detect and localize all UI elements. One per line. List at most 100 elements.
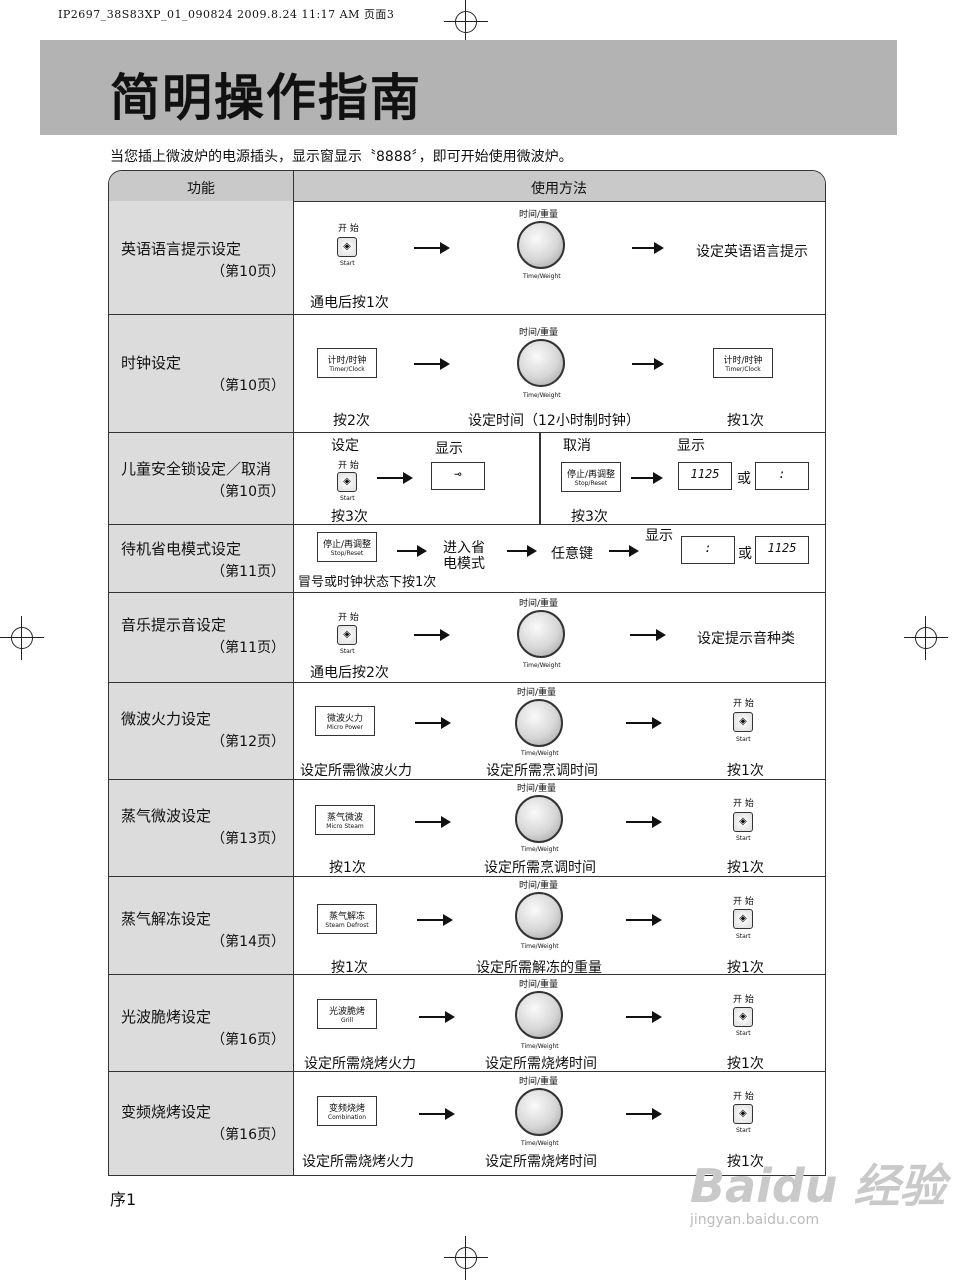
knob-label: 时间/重量 <box>517 688 557 698</box>
result-text: 设定提示音种类 <box>697 631 795 647</box>
start-label-en: Start <box>340 648 355 655</box>
under-left-text: 通电后按2次 <box>310 665 389 681</box>
function-name: 儿童安全锁设定／取消 <box>121 460 272 478</box>
function-page: （第13页） <box>211 831 285 847</box>
knob-label: 时间/重量 <box>519 210 559 220</box>
function-page: （第10页） <box>211 378 285 394</box>
under-right-text: 按1次 <box>727 860 764 876</box>
under-right-text: 按1次 <box>727 960 764 976</box>
function-page: （第11页） <box>211 640 285 656</box>
arrow-icon <box>419 1011 455 1023</box>
page-number: 序1 <box>110 1190 137 1209</box>
arrow-icon <box>626 1011 662 1023</box>
under-left-text: 按1次 <box>329 860 366 876</box>
knob-label: 时间/重量 <box>519 881 559 891</box>
colon-display: : <box>681 536 735 564</box>
start-button-icon: ◈ <box>337 237 357 257</box>
function-name: 变频烧烤设定 <box>121 1103 212 1121</box>
start-label-en: Start <box>736 835 751 842</box>
print-header: IP2697_38S83XP_01_090824 2009.8.24 11:17… <box>58 8 395 21</box>
start-label: 开 始 <box>733 897 754 907</box>
start-label-en: Start <box>340 260 355 267</box>
under-right-text: 按1次 <box>727 763 764 779</box>
under-left-text: 按2次 <box>333 413 370 429</box>
under-left-text: 通电后按1次 <box>310 295 389 311</box>
page-title: 简明操作指南 <box>110 69 422 127</box>
under-right-text: 按3次 <box>571 509 608 525</box>
registration-mark-left <box>0 616 44 660</box>
under-right-text: 按1次 <box>727 1056 764 1072</box>
knob-label: 时间/重量 <box>519 328 559 338</box>
start-label: 开 始 <box>338 613 359 623</box>
function-name: 蒸气解冻设定 <box>121 910 212 928</box>
function-page: （第10页） <box>211 264 285 280</box>
time-weight-knob-icon <box>517 610 565 658</box>
arrow-icon <box>631 472 663 484</box>
start-button-icon: ◈ <box>337 625 357 645</box>
arrow-icon <box>377 472 413 484</box>
arrow-icon <box>397 545 427 557</box>
registration-mark-right <box>904 616 948 660</box>
arrow-icon <box>419 1108 455 1120</box>
under-left-text: 设定所需微波火力 <box>300 763 412 779</box>
function-page: （第10页） <box>211 484 285 500</box>
knob-label-en: Time/Weight <box>523 273 561 280</box>
under-mid-text: 设定所需烹调时间 <box>486 763 598 779</box>
time-weight-knob-icon <box>515 699 563 747</box>
start-button-icon: ◈ <box>733 909 753 929</box>
or-label: 或 <box>738 546 752 562</box>
arrow-icon <box>632 358 664 370</box>
show-label: 显示 <box>645 528 673 544</box>
function-name: 待机省电模式设定 <box>121 540 242 558</box>
function-name: 时钟设定 <box>121 354 182 372</box>
knob-label: 时间/重量 <box>519 599 559 609</box>
table-row: 儿童安全锁设定／取消 （第10页） 设定 显示 开 始 ◈ Start ⊸ 按3… <box>109 432 825 525</box>
time-weight-knob-icon <box>517 339 565 387</box>
time-display: 1125 <box>755 536 809 564</box>
under-left-text: 设定所需烧烤火力 <box>304 1056 416 1072</box>
start-button-icon: ◈ <box>733 712 753 732</box>
arrow-icon <box>414 358 450 370</box>
function-name: 音乐提示音设定 <box>121 616 227 634</box>
start-label-en: Start <box>736 736 751 743</box>
arrow-icon <box>626 816 662 828</box>
under-left-text: 冒号或时钟状态下按1次 <box>298 575 437 590</box>
result-text: 设定英语语言提示 <box>696 244 808 260</box>
start-label-en: Start <box>736 1127 751 1134</box>
watermark-url: jingyan.baidu.com <box>690 1212 820 1228</box>
start-label: 开 始 <box>338 461 359 471</box>
intro-text: 当您插上微波炉的电源插头，显示窗显示〝8888〞，即可开始使用微波炉。 <box>110 149 573 165</box>
arrow-icon <box>415 717 451 729</box>
table-row: 英语语言提示设定 （第10页） 开 始 ◈ Start 时间/重量 Time/W… <box>109 201 825 315</box>
arrow-icon <box>417 914 453 926</box>
set-label: 设定 <box>331 438 359 454</box>
colon-display: : <box>755 462 809 490</box>
title-band <box>40 40 897 135</box>
start-label-en: Start <box>736 933 751 940</box>
time-weight-knob-icon <box>515 1088 563 1136</box>
standby-step-text: 进入省电模式 <box>443 540 485 572</box>
registration-mark-bottom <box>444 1236 488 1280</box>
under-right-text: 按1次 <box>727 1154 764 1170</box>
start-label: 开 始 <box>733 799 754 809</box>
divider <box>539 432 541 524</box>
arrow-icon <box>626 914 662 926</box>
function-name: 光波脆烤设定 <box>121 1008 212 1026</box>
arrow-icon <box>630 629 666 641</box>
knob-label: 时间/重量 <box>519 1077 559 1087</box>
start-label-en: Start <box>736 1030 751 1037</box>
cancel-label: 取消 <box>563 438 591 454</box>
under-mid-text: 设定所需烹调时间 <box>484 860 596 876</box>
knob-label-en: Time/Weight <box>521 1043 559 1050</box>
arrow-icon <box>626 1108 662 1120</box>
